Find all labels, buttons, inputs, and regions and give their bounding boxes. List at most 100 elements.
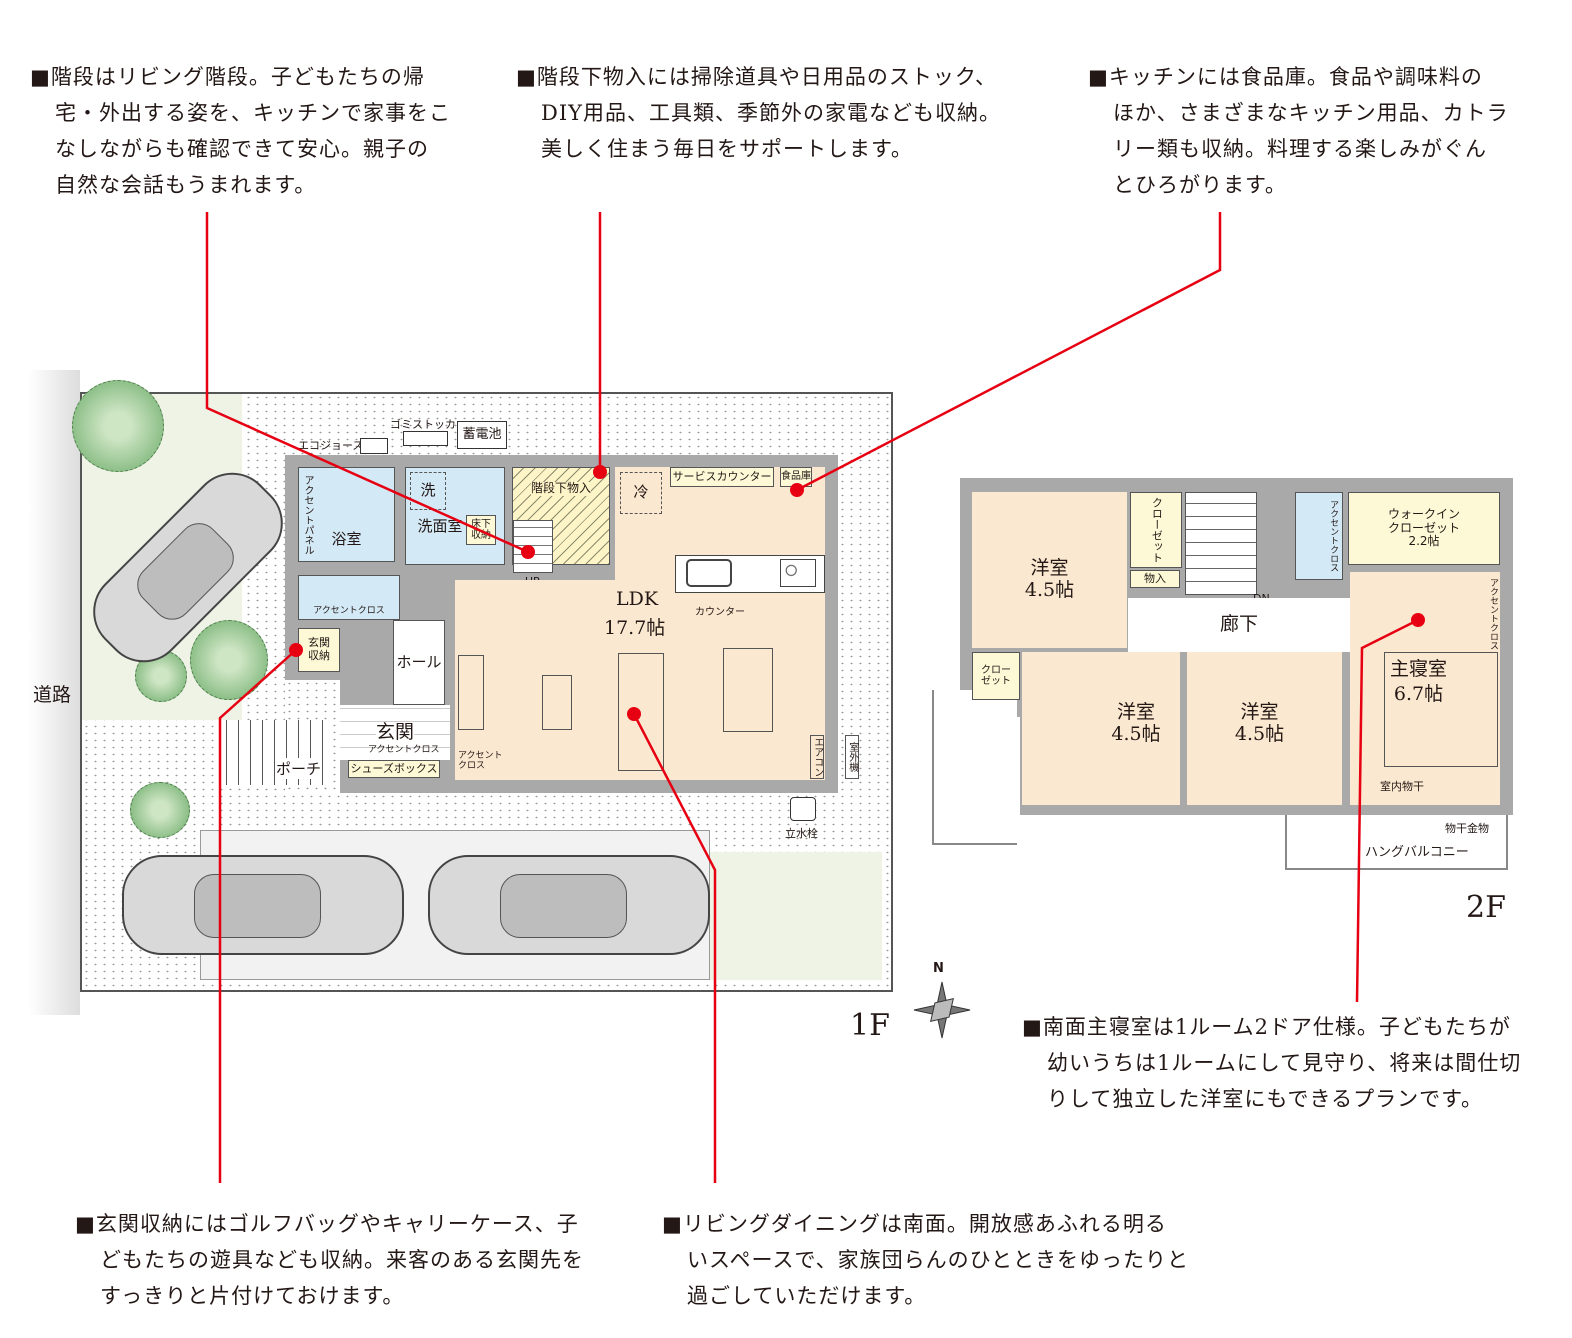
leader-dot — [521, 545, 535, 559]
tree — [130, 782, 190, 838]
leader-line-master — [1355, 618, 1419, 1003]
ldk-size: 17.7帖 — [604, 617, 666, 639]
leader-line-entrance-storage — [218, 649, 297, 1183]
toilet-accent-label: アクセントクロス — [313, 606, 385, 617]
garbage-label: ゴミストッカー — [390, 418, 467, 431]
stairs-1f[interactable] — [513, 520, 553, 573]
washer: 洗 — [410, 472, 446, 510]
sofa — [618, 653, 664, 771]
master-accent-label: アクセントクロス — [1488, 578, 1498, 650]
storage-2f: 物入 — [1130, 570, 1180, 588]
callout-line: 過ごしていただけます。 — [687, 1284, 927, 1308]
closet-a: クローゼット — [1130, 492, 1182, 568]
aircon: エアコン — [810, 735, 824, 779]
callout-kitchen: ■キッチンには食品庫。食品や調味料のほか、さまざまなキッチン用品、カトラリー類も… — [1088, 59, 1509, 203]
callout-under-stairs: ■階段下物入には掃除道具や日用品のストック、DIY用品、工具類、季節外の家電など… — [516, 59, 1001, 167]
callout-line: とひろがります。 — [1113, 173, 1287, 197]
callout-line: どもたちの遊具なども収納。来客のある玄関先を — [100, 1248, 584, 1272]
callout-line: ■階段はリビング階段。子どもたちの帰 — [30, 65, 425, 89]
walk-in-closet: ウォークイン クローゼット 2.2帖 — [1348, 492, 1500, 565]
bath-accent-label: アクセントパネル — [302, 475, 313, 555]
callout-line: 美しく住まう毎日をサポートします。 — [541, 137, 913, 161]
stove-icon — [780, 559, 816, 587]
callout-line: ■リビングダイニングは南面。開放感あふれる明る — [662, 1212, 1167, 1236]
garbage-stocker — [403, 431, 448, 446]
porch-label: ポーチ — [276, 758, 322, 779]
room-b-size: 4.5帖 — [1111, 722, 1161, 745]
sink-icon — [686, 559, 732, 587]
entrance-label: 玄関 — [375, 720, 414, 744]
service-counter: サービスカウンター — [670, 467, 774, 487]
road-label: 道路 — [33, 684, 72, 706]
callout-living: ■リビングダイニングは南面。開放感あふれる明るいスペースで、家族団らんのひととき… — [662, 1206, 1189, 1314]
leader-dot — [593, 465, 607, 479]
washroom-label: 洗面室 — [417, 517, 463, 536]
toilet-2f: アクセントクロス — [1295, 492, 1343, 580]
balcony — [1285, 815, 1508, 870]
ldk-label: LDK — [615, 588, 659, 610]
under-stairs-label: 階段下物入 — [530, 481, 591, 496]
leader-line-living — [632, 713, 717, 1183]
callout-entrance-storage: ■玄関収納にはゴルフバッグやキャリーケース、子どもたちの遊具なども収納。来客のあ… — [75, 1206, 584, 1314]
compass-n: N — [933, 961, 944, 976]
callout-master-bedroom: ■南面主寝室は1ルーム2ドア仕様。子どもたちが幼いうちは1ルームにして見守り、将… — [1022, 1009, 1521, 1117]
bathroom-label: 浴室 — [331, 529, 362, 548]
room-c-size: 4.5帖 — [1234, 722, 1285, 745]
roof-outline — [932, 690, 1017, 845]
entrance-accent-label: アクセントクロス — [368, 745, 440, 755]
shoebox: シューズボックス — [348, 760, 440, 778]
battery: 蓄電池 — [457, 421, 507, 449]
stairs-2f[interactable] — [1185, 492, 1257, 595]
leader-dot — [289, 643, 303, 657]
leader-line-kitchen — [796, 212, 1222, 492]
callout-line: ほか、さまざまなキッチン用品、カトラ — [1113, 101, 1509, 125]
callout-line: なしながらも確認できて安心。親子の — [55, 137, 429, 161]
floor-2f-label: 2F — [1466, 890, 1506, 925]
compass-rose-icon — [913, 981, 971, 1039]
callout-line: ■階段下物入には掃除道具や日用品のストック、 — [516, 65, 997, 89]
road — [28, 370, 80, 1015]
callout-line: ■キッチンには食品庫。食品や調味料の — [1088, 65, 1483, 89]
eco-jozu-label: エコジョーズ — [298, 439, 364, 452]
fridge: 冷 — [620, 472, 662, 514]
callout-line: りして独立した洋室にもできるプランです。 — [1047, 1087, 1484, 1111]
counter-label: カウンター — [695, 607, 745, 618]
ldk — [455, 580, 825, 780]
dining-table — [723, 648, 773, 732]
master-size: 6.7帖 — [1393, 682, 1444, 705]
callout-line: ■南面主寝室は1ルーム2ドア仕様。子どもたちが — [1022, 1015, 1511, 1039]
lawn — [710, 852, 882, 980]
callout-stairs: ■階段はリビング階段。子どもたちの帰宅・外出する姿を、キッチンで家事をこなしなが… — [30, 59, 451, 203]
ldk-accent-label: アクセント クロス — [458, 751, 503, 771]
hall: ホール — [393, 620, 445, 705]
faucet-label: 立水栓 — [785, 827, 818, 840]
callout-line: ■玄関収納にはゴルフバッグやキャリーケース、子 — [75, 1212, 579, 1236]
faucet-icon — [790, 797, 816, 821]
double-bed — [1384, 652, 1498, 767]
car — [122, 855, 404, 955]
leader-line-stairs — [205, 212, 529, 554]
hallway: 廊下 — [1128, 598, 1350, 652]
leader-dot — [790, 483, 804, 497]
leader-dot — [1411, 613, 1425, 627]
balcony-label: ハングバルコニー — [1365, 845, 1469, 860]
toilet-1f: アクセントクロス — [298, 575, 400, 620]
master-name: 主寝室 — [1390, 658, 1448, 680]
entrance: 玄関 — [340, 705, 450, 760]
washroom: 洗面室 — [405, 467, 505, 565]
drying-hardware-label: 物干金物 — [1445, 822, 1489, 835]
tree — [72, 380, 164, 472]
room-a-size: 4.5帖 — [1024, 579, 1075, 601]
indoor-dry-label: 室内物干 — [1380, 780, 1424, 793]
callout-line: リー類も収納。料理する楽しみがぐん — [1113, 137, 1487, 161]
coffee-table — [542, 675, 572, 730]
tv-board — [458, 655, 484, 730]
floor-1f-label: 1F — [850, 1008, 890, 1043]
room-b-name: 洋室 — [1116, 700, 1155, 723]
